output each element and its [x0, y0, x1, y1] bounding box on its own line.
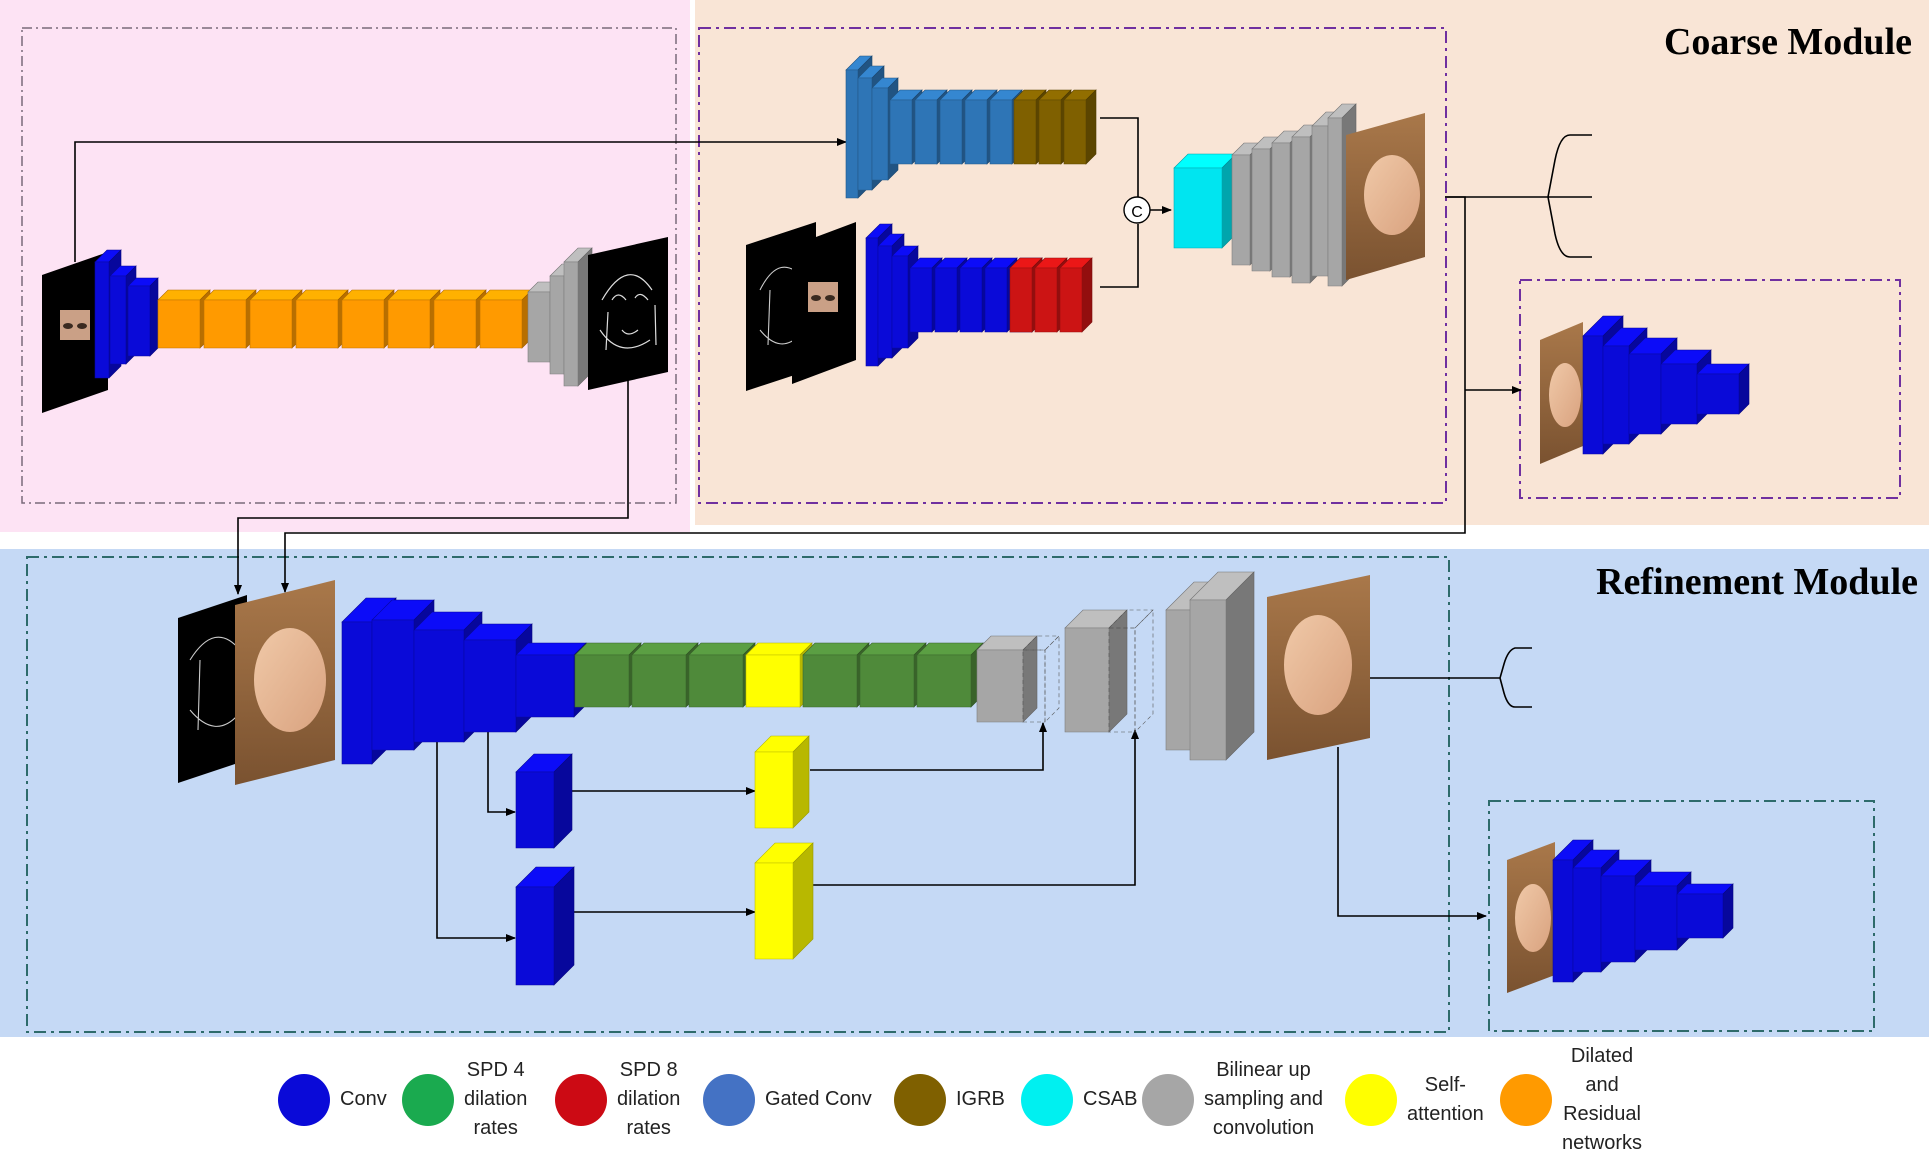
- legend-label-igrb: IGRB: [956, 1088, 1005, 1110]
- refine-spd4-block-0: [574, 642, 642, 708]
- refinement-module-title: Refinement Module: [1596, 561, 1918, 603]
- edge-dilated-block-5: [387, 289, 441, 349]
- refine-dashed-box: [26, 556, 1450, 1033]
- masked-input-image: [42, 252, 108, 413]
- refine-spd4-block-5: [859, 642, 927, 708]
- legend-swatch-spd8: [555, 1073, 607, 1126]
- legend-label-conv: Conv: [340, 1088, 387, 1110]
- refine-spd4-block-2: [688, 642, 756, 708]
- legend-swatch-csab: [1021, 1073, 1073, 1126]
- refine-decoder: [976, 571, 1255, 761]
- skip-conv-1: [515, 753, 573, 849]
- refine-disc-block-4: [1676, 883, 1734, 939]
- skip-attention-2: [754, 842, 814, 960]
- edge-map-output: [588, 237, 668, 390]
- legend-swatch-self_attention: [1345, 1073, 1397, 1126]
- legend-item-self_attention: Self-attention: [1345, 1035, 1484, 1164]
- concat-label: C: [1131, 204, 1143, 221]
- legend-swatch-dilated_residual: [1500, 1073, 1552, 1126]
- skip-conv-2: [515, 866, 575, 986]
- refine-decoder-block-5: [1189, 571, 1255, 761]
- legend-item-igrb: IGRB: [894, 1035, 1005, 1164]
- refine-spd4-block-1: [631, 642, 699, 708]
- refine-encoder: [341, 597, 587, 765]
- coarse-disc-block-4: [1696, 363, 1750, 415]
- coarse-output-face: [1346, 113, 1425, 280]
- edge-dilated-residual-blocks: [157, 289, 533, 349]
- spd8-branch: [865, 223, 1093, 367]
- edge-encoder-block-2: [127, 277, 159, 357]
- edge-encoder: [94, 249, 159, 379]
- coarse-dashed-box: [698, 27, 1447, 504]
- refine-discriminator-face: [1507, 842, 1555, 993]
- refined-output-face: [1267, 575, 1370, 760]
- legend-swatch-gated: [703, 1073, 755, 1126]
- edge-dilated-block-6: [433, 289, 487, 349]
- legend-swatch-bilinear: [1142, 1073, 1194, 1126]
- coarse-discriminator: [1582, 315, 1750, 455]
- edge-dilated-block-3: [295, 289, 349, 349]
- refine-spd4-block-3: [745, 642, 813, 708]
- edge-dilated-block-0: [157, 289, 211, 349]
- legend-label-gated: Gated Conv: [765, 1088, 872, 1110]
- edge-decoder-block-2: [563, 247, 593, 387]
- legend-item-conv: Conv: [278, 1035, 387, 1164]
- edge-dilated-block-7: [479, 289, 533, 349]
- refine-skip-branches: [515, 735, 814, 986]
- legend-item-gated: Gated Conv: [703, 1035, 872, 1164]
- refine-decoder-dashed-1: [1022, 635, 1060, 723]
- refine-input-edge-image: [178, 595, 247, 783]
- spd8-branch-block-10: [1059, 257, 1093, 333]
- csab-block: [1173, 153, 1237, 249]
- refine-spd4-blocks: [574, 642, 984, 708]
- edge-dilated-block-4: [341, 289, 395, 349]
- refine-decoder-block-0: [976, 635, 1038, 723]
- legend-swatch-igrb: [894, 1073, 946, 1126]
- refine-spd4-block-4: [802, 642, 870, 708]
- edge-dilated-block-2: [249, 289, 303, 349]
- refine-spd4-block-6: [916, 642, 984, 708]
- csab-block-block-0: [1173, 153, 1237, 249]
- refine-discriminator: [1552, 839, 1734, 983]
- legend-item-csab: CSAB: [1021, 1035, 1137, 1164]
- gated-branch-block-10: [1063, 89, 1097, 165]
- coarse-module-title: Coarse Module: [1664, 21, 1912, 63]
- gated-conv-branch: [845, 55, 1097, 199]
- edge-dashed-box: [21, 27, 677, 504]
- refine-input-coarse-face: [235, 580, 335, 785]
- concat-node: [1123, 196, 1151, 224]
- coarse-input-masked-image: [792, 222, 856, 384]
- edge-dilated-block-1: [203, 289, 257, 349]
- legend-label-csab: CSAB: [1083, 1088, 1138, 1110]
- skip-attention-1: [754, 735, 810, 829]
- connections: [74, 117, 1592, 942]
- refine-decoder-block-2: [1064, 609, 1128, 733]
- legend-label-self_attention: Self-attention: [1407, 1073, 1484, 1125]
- coarse-discriminator-face: [1540, 322, 1583, 464]
- refine-decoder-dashed-2: [1108, 609, 1154, 733]
- refine-discriminator-box: [1488, 800, 1875, 1032]
- spd8-branch-block-5: [959, 257, 993, 333]
- coarse-decoder: [1231, 103, 1357, 287]
- legend-swatch-spd4: [402, 1073, 454, 1126]
- legend-swatch-conv: [278, 1073, 330, 1126]
